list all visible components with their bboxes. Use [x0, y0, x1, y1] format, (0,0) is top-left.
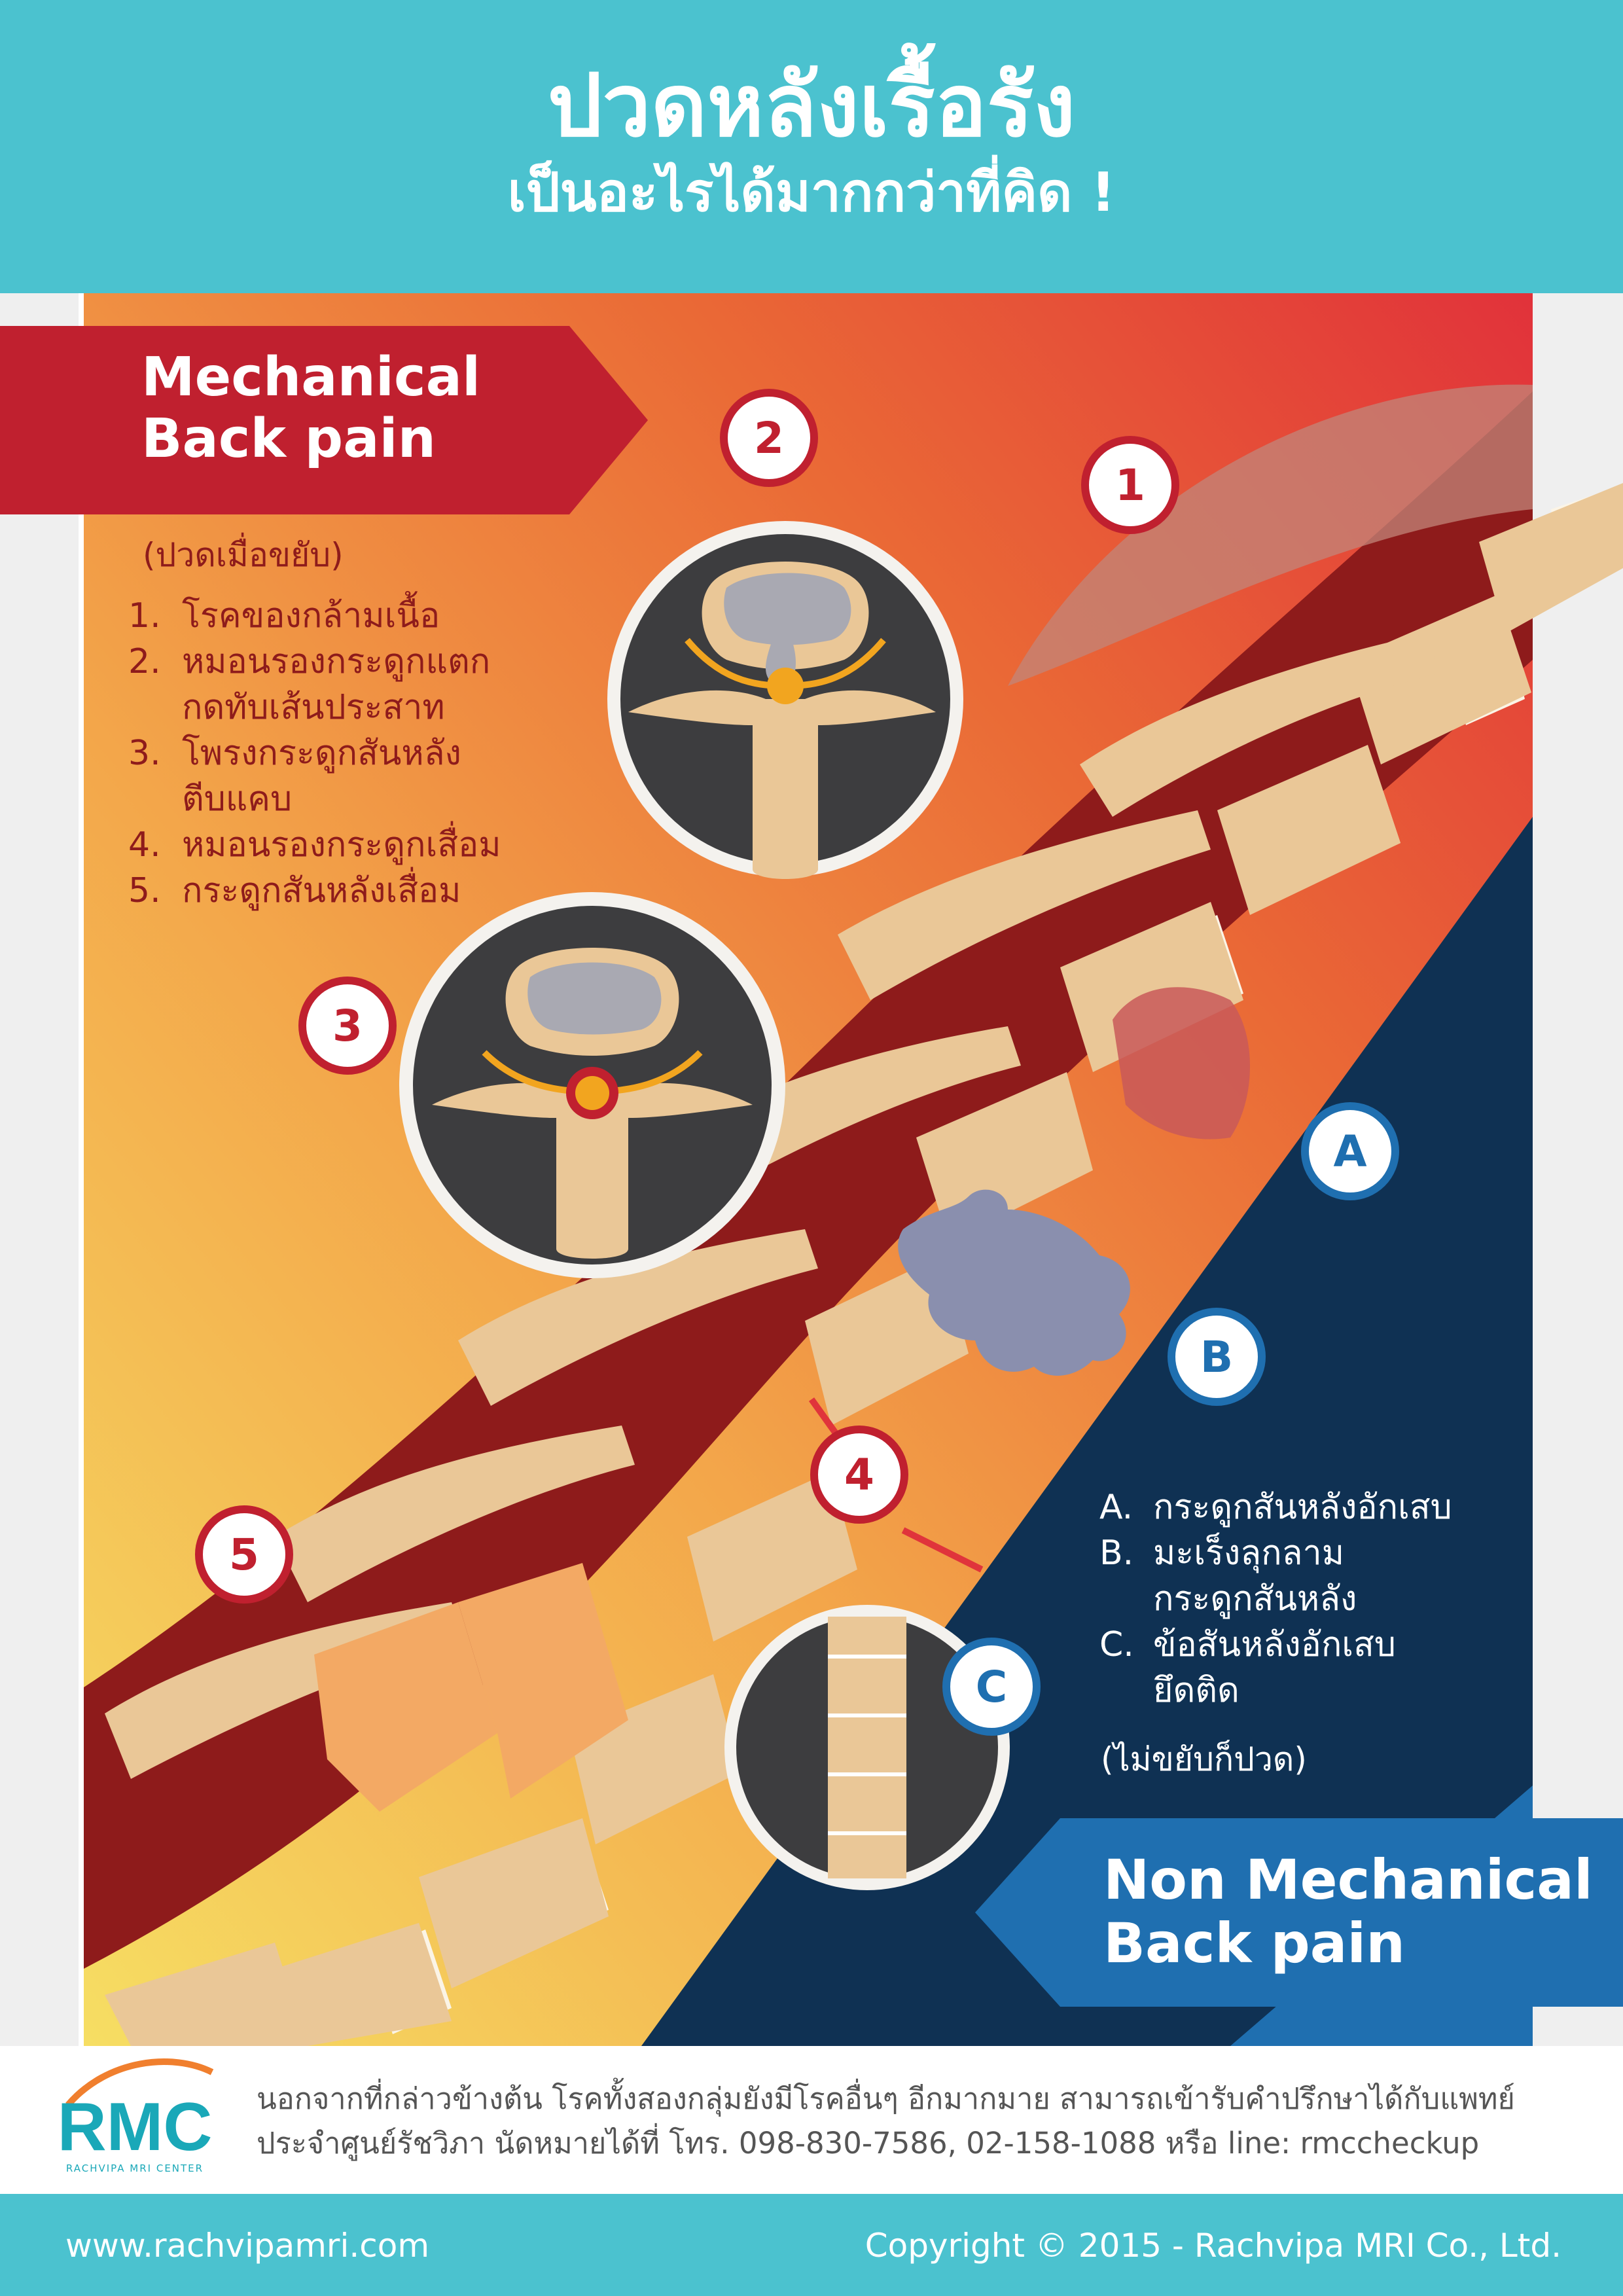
website-link[interactable]: www.rachvipamri.com: [65, 2227, 430, 2265]
herniated-disc-detail: [607, 521, 963, 879]
marker-4: 4: [810, 1426, 908, 1524]
list-item: A.กระดูกสันหลังอักเสบ: [1099, 1488, 1452, 1527]
logo-swoosh-icon: [65, 2058, 214, 2108]
mechanical-subtitle: (ปวดเมื่อขยับ): [143, 536, 344, 574]
non-mechanical-note: (ไม่ขยับก็ปวด): [1101, 1740, 1307, 1778]
non-mechanical-list: A.กระดูกสันหลังอักเสบ B.มะเร็งลุกลามกระด…: [1099, 1484, 1452, 1713]
marker-c: C: [942, 1638, 1041, 1736]
marker-3: 3: [298, 977, 397, 1075]
list-item: C.ข้อสันหลังอักเสบยึดติด: [1099, 1625, 1396, 1710]
list-item: 3.โพรงกระดูกสันหลังตีบแคบ: [128, 734, 461, 819]
mechanical-list: 1.โรคของกล้ามเนื้อ 2.หมอนรองกระดูกแตกกดท…: [128, 593, 501, 914]
non-mechanical-title: Non Mechanical Back pain: [1103, 1848, 1593, 1975]
list-item: 1.โรคของกล้ามเนื้อ: [128, 596, 440, 636]
page-title: ปวดหลังเรื้อรัง: [547, 56, 1076, 156]
ankylosis-detail: [724, 1605, 1010, 1890]
inflammation-area: [1113, 987, 1250, 1139]
degenerated-vertebrae: [314, 1563, 628, 1812]
list-item: B.มะเร็งลุกลามกระดูกสันหลัง: [1099, 1534, 1357, 1619]
copyright-text: Copyright © 2015 - Rachvipa MRI Co., Ltd…: [865, 2227, 1561, 2265]
info-line-1: นอกจากที่กล่าวข้างต้น โรคทั้งสองกลุ่มยัง…: [257, 2081, 1515, 2116]
pain-highlight: [1008, 384, 1533, 686]
header-bar: ปวดหลังเรื้อรัง เป็นอะไรได้มากกว่าที่คิด…: [0, 0, 1623, 293]
marker-b: B: [1168, 1308, 1266, 1406]
marker4-pointer: [901, 1527, 984, 1573]
marker-2: 2: [720, 389, 818, 487]
mechanical-banner: [0, 326, 648, 514]
info-line-2: ประจำศูนย์รัชวิภา นัดหมายได้ที่ โทร. 098…: [257, 2126, 1480, 2161]
marker-1: 1: [1081, 436, 1179, 534]
stenosis-detail: [399, 892, 785, 1278]
page-subtitle: เป็นอะไรได้มากกว่าที่คิด !: [507, 162, 1116, 224]
rmc-logo: RMC RACHVIPA MRI CENTER: [42, 2046, 225, 2190]
list-item: 4.หมอนรองกระดูกเสื่อม: [128, 825, 501, 865]
bottom-bar: www.rachvipamri.com Copyright © 2015 - R…: [0, 2194, 1623, 2296]
tumor-area: [898, 1189, 1130, 1376]
contact-info: RMC RACHVIPA MRI CENTER นอกจากที่กล่าวข้…: [0, 2046, 1623, 2194]
mechanical-title: Mechanical Back pain: [141, 346, 481, 471]
spine-artwork: [0, 293, 1623, 2046]
list-item: 5.กระดูกสันหลังเสื่อม: [128, 871, 461, 910]
spine-channel: [84, 391, 1533, 1969]
marker-a: A: [1301, 1102, 1399, 1200]
non-mechanical-banner: [975, 1818, 1623, 2007]
spine-illustration: Mechanical Back pain Non Mechanical Back…: [0, 293, 1623, 2046]
marker-5: 5: [195, 1505, 293, 1604]
list-item: 2.หมอนรองกระดูกแตกกดทับเส้นประสาท: [128, 642, 491, 727]
